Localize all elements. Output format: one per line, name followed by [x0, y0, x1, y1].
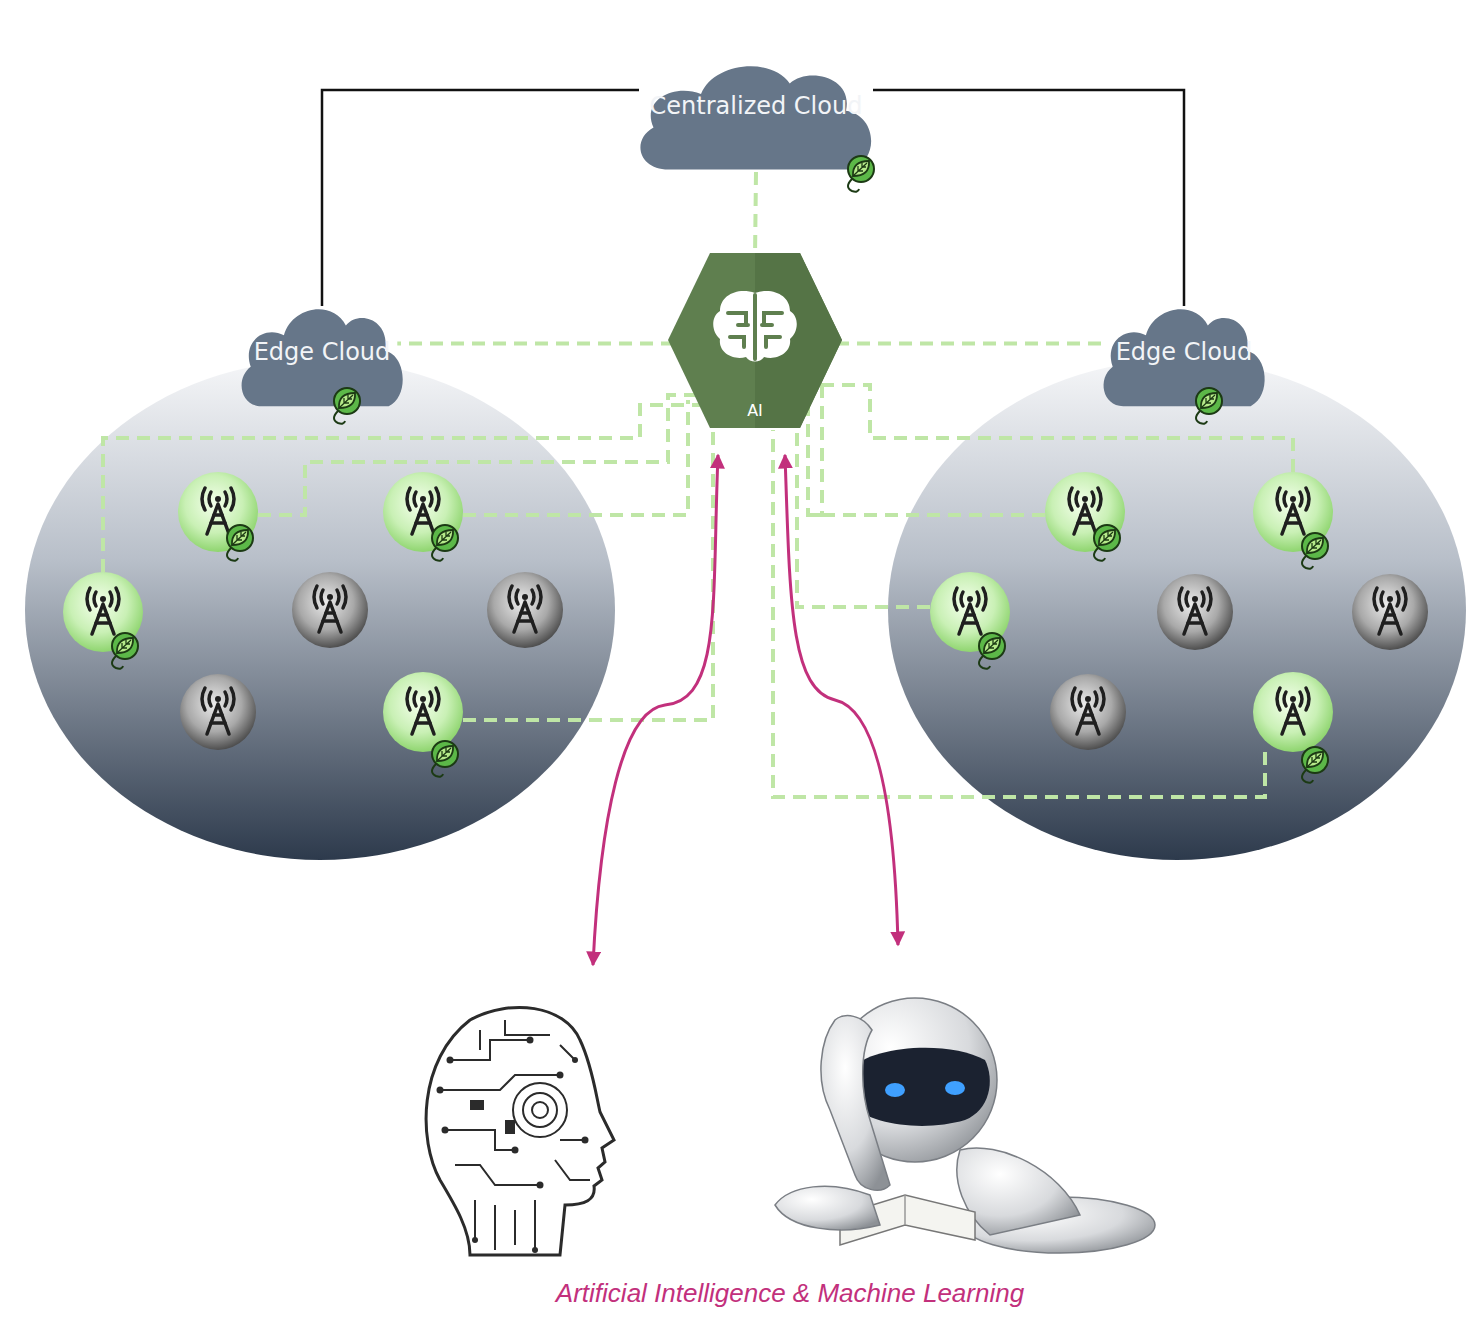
edge-cloud: Edge Cloud	[235, 296, 410, 414]
connector	[322, 90, 639, 306]
caption: Artificial Intelligence & Machine Learni…	[556, 1278, 1024, 1309]
cloud-shape	[241, 309, 402, 406]
reading-robot	[775, 998, 1155, 1253]
green-base-station	[1253, 472, 1333, 569]
node-text-block: AI	[668, 259, 842, 434]
node-label: Edge Cloud	[1116, 337, 1253, 368]
edge-cloud: Edge Cloud	[1097, 296, 1272, 414]
connector	[836, 342, 1109, 346]
cell-region	[888, 360, 1466, 860]
green-base-station	[383, 472, 463, 561]
hexagon-shape	[668, 253, 842, 428]
green-base-station	[63, 572, 143, 669]
brain-icon	[713, 291, 797, 361]
node-text-block: Edge Cloud	[235, 294, 410, 412]
green-base-station	[930, 572, 1010, 669]
ai-hexagon: AI	[668, 253, 842, 428]
base-station	[1157, 574, 1233, 650]
double-arrow	[593, 455, 898, 965]
green-base-station	[1045, 472, 1125, 561]
cell-region	[25, 360, 615, 860]
base-station	[292, 572, 368, 648]
green-energy-badge	[845, 153, 877, 185]
green-energy-badge	[331, 385, 363, 417]
node-label: Centralized Cloud	[650, 91, 863, 122]
centralized-cloud: Centralized Cloud	[631, 52, 881, 178]
green-base-station	[1253, 672, 1333, 783]
tower-links	[103, 385, 1293, 797]
node-text-block: Edge Cloud	[1097, 294, 1272, 412]
node-label: AI	[747, 401, 763, 422]
green-energy-badge	[1193, 385, 1225, 417]
connector	[755, 172, 756, 257]
cloud-shape	[640, 66, 871, 169]
circuit-head	[426, 1007, 614, 1255]
green-base-station	[178, 472, 258, 561]
node-text-block: Centralized Cloud	[631, 44, 881, 170]
base-station	[1050, 674, 1126, 750]
connector	[873, 90, 1184, 306]
cloud-shape	[1103, 309, 1264, 406]
connector	[397, 342, 674, 346]
base-station	[487, 572, 563, 648]
green-base-station	[383, 672, 463, 777]
base-station	[180, 674, 256, 750]
node-label: Edge Cloud	[254, 337, 391, 368]
base-station	[1352, 574, 1428, 650]
